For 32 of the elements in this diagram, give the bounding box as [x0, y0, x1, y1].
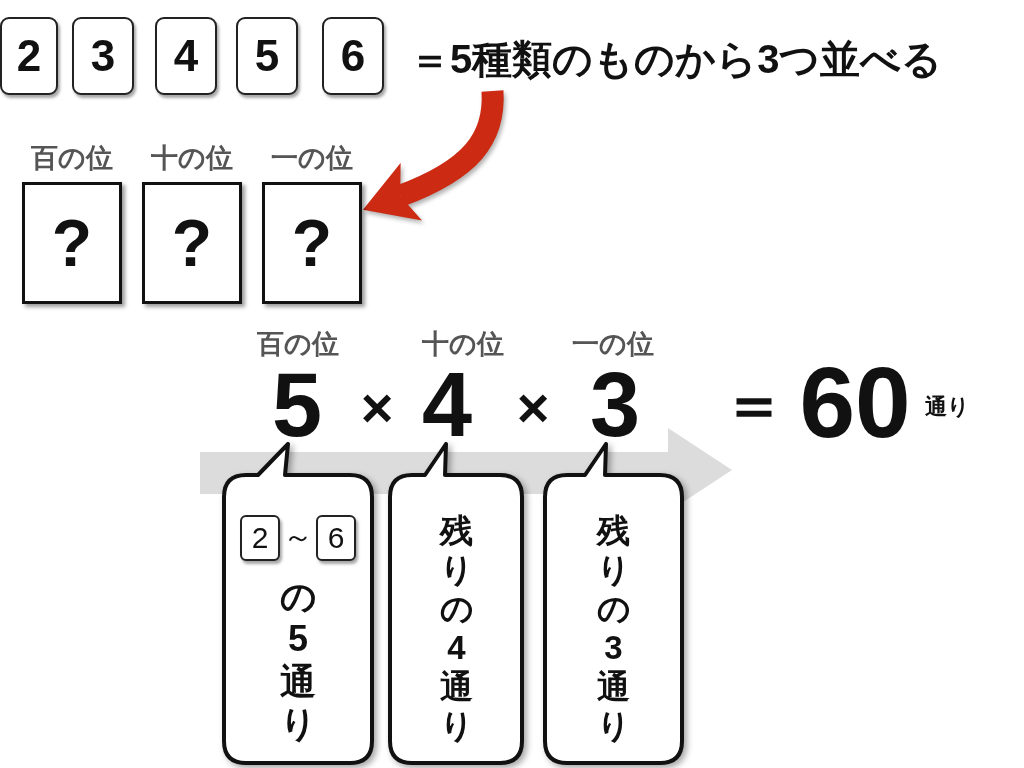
- result-number: 60: [798, 352, 912, 452]
- number-card: 5: [236, 17, 298, 95]
- range-tilde: ～: [282, 522, 314, 552]
- number-card: 6: [316, 515, 356, 561]
- times-sign: ×: [515, 380, 551, 436]
- place-label: 百の位: [30, 142, 114, 175]
- factor-number: 3: [588, 360, 641, 450]
- speech-bubble: [222, 440, 374, 765]
- place-label: 一の位: [270, 142, 354, 175]
- question-card: ?: [262, 182, 362, 304]
- statement-text: ＝5種類のものから3つ並べる: [410, 32, 943, 87]
- number-card: 6: [322, 17, 384, 95]
- factor-number: 5: [271, 360, 323, 450]
- number-card: 4: [155, 17, 217, 95]
- question-card: ?: [22, 182, 122, 304]
- number-card: 2: [0, 17, 58, 95]
- bubble-text: 残りの4通り: [439, 512, 474, 746]
- place-label: 十の位: [421, 331, 505, 358]
- number-card: 2: [240, 515, 280, 561]
- bubble-text: 残りの3通り: [596, 512, 631, 746]
- times-sign: ×: [359, 380, 395, 436]
- unit-text: 通り: [923, 396, 971, 418]
- speech-bubble: [543, 440, 684, 765]
- number-card: 3: [72, 17, 134, 95]
- bubble-text: の5通り: [279, 576, 317, 746]
- question-card: ?: [142, 182, 242, 304]
- place-label: 百の位: [256, 331, 340, 358]
- speech-bubble: [388, 440, 524, 765]
- place-label: 一の位: [571, 331, 655, 358]
- factor-number: 4: [420, 360, 473, 450]
- place-label: 十の位: [150, 142, 234, 175]
- equals-sign: ＝: [721, 372, 787, 436]
